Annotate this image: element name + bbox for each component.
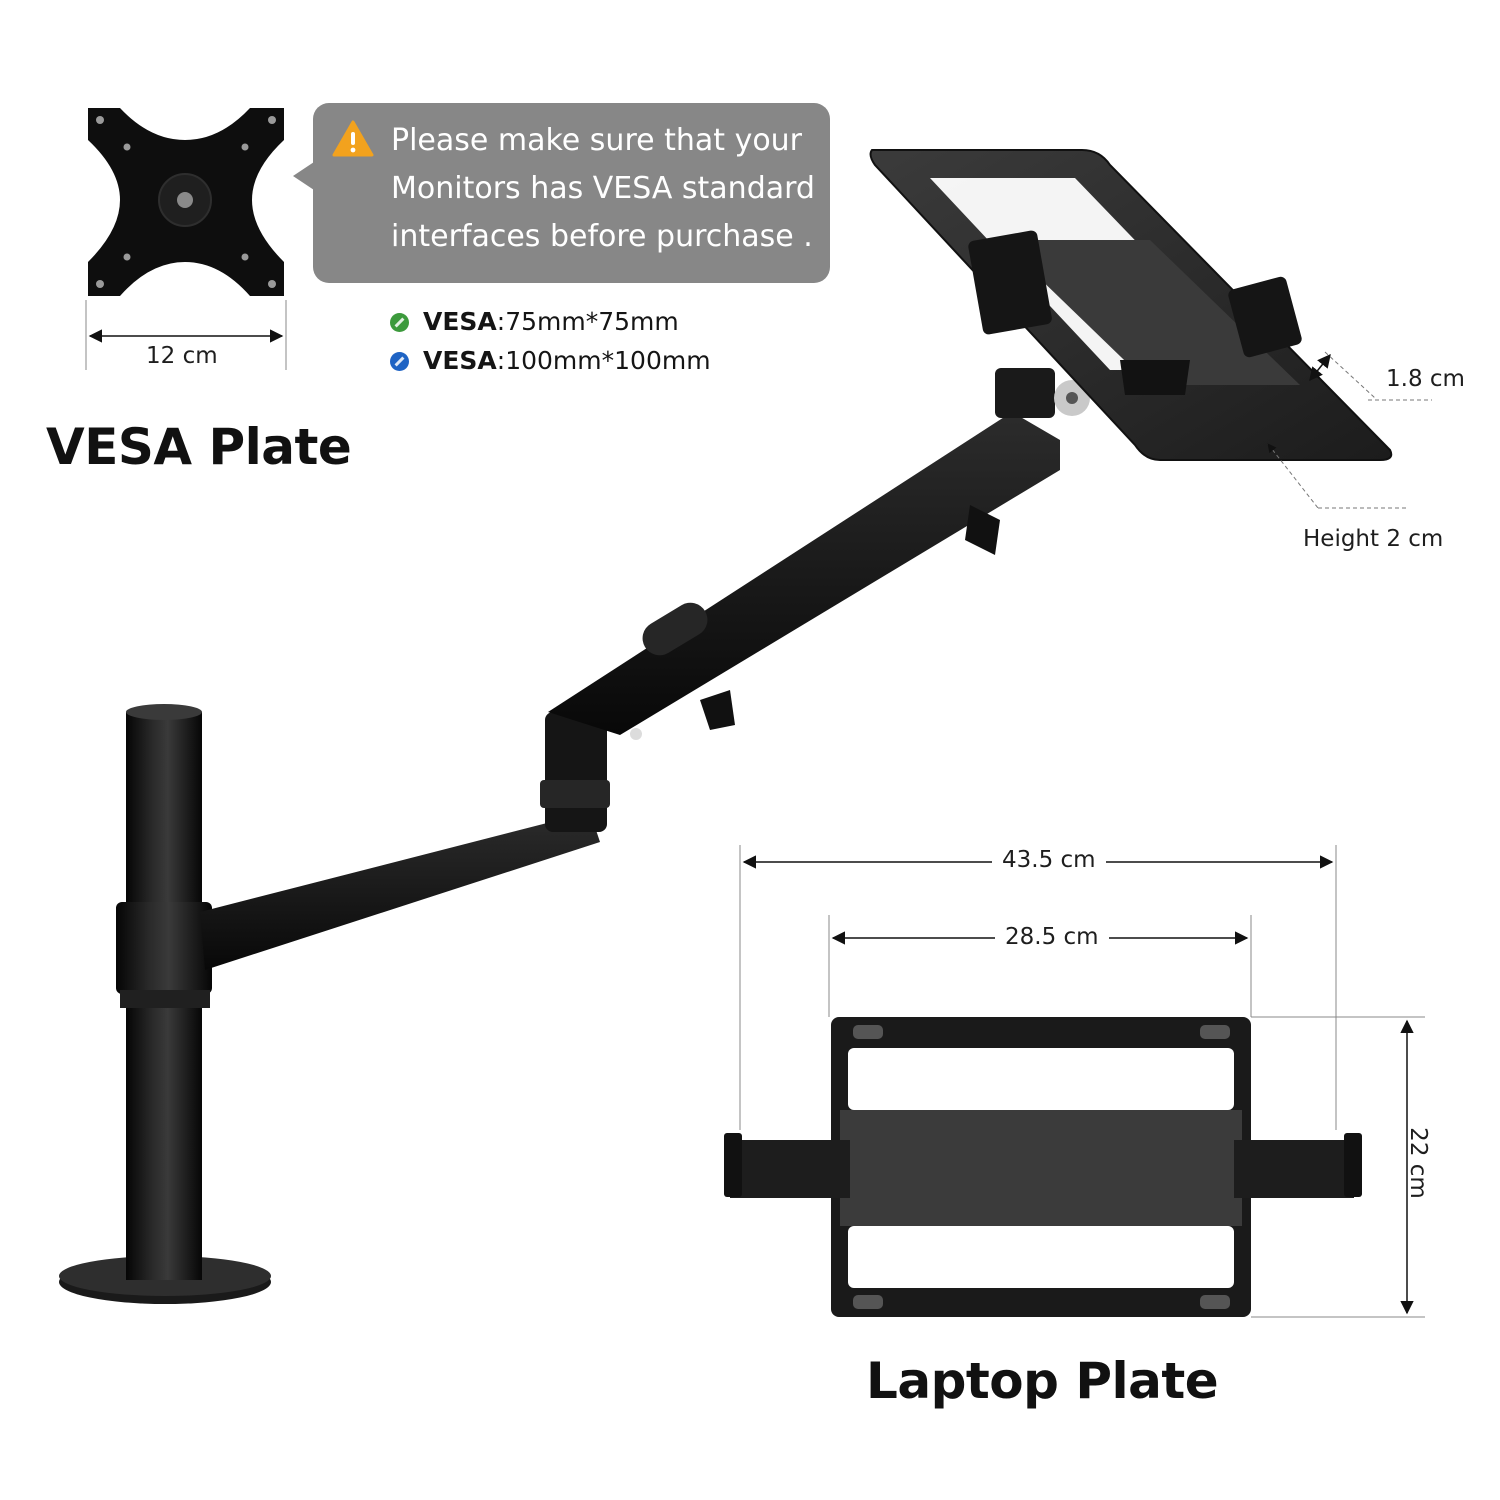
tray-height-label: Height 2 cm bbox=[1303, 526, 1444, 552]
notice-callout-tail bbox=[293, 162, 314, 190]
tray-height-dimension bbox=[1267, 443, 1408, 509]
monitor-arm-illustration bbox=[59, 368, 1090, 1304]
vesa-width-dimension bbox=[85, 300, 287, 370]
notice-line-1: Please make sure that your bbox=[391, 123, 803, 158]
vesa-width-label: 12 cm bbox=[146, 343, 218, 369]
tray-thickness-label: 1.8 cm bbox=[1386, 366, 1465, 392]
vesa-plate-title: VESA Plate bbox=[46, 418, 352, 476]
tray-thickness-dimension bbox=[1309, 351, 1432, 401]
laptop-plate-title: Laptop Plate bbox=[866, 1352, 1219, 1410]
notice-line-2: Monitors has VESA standard bbox=[391, 171, 815, 206]
plate-depth-label: 22 cm bbox=[1404, 1127, 1431, 1199]
vesa-spec-key: VESA bbox=[423, 307, 497, 336]
total-width-label: 43.5 cm bbox=[992, 847, 1106, 873]
laptop-plate-dimensions bbox=[739, 845, 1425, 1318]
plate-width-label: 28.5 cm bbox=[995, 924, 1109, 950]
vesa-plate-illustration bbox=[88, 108, 284, 296]
warning-triangle-icon bbox=[332, 120, 374, 157]
green-dot-icon bbox=[390, 313, 409, 332]
vesa-spec-75: VESA:75mm*75mm bbox=[390, 307, 679, 336]
notice-callout: Please make sure that your Monitors has … bbox=[313, 103, 830, 283]
vesa-spec-key: VESA bbox=[423, 346, 497, 375]
vesa-spec-100: VESA:100mm*100mm bbox=[390, 346, 711, 375]
laptop-plate-front-view bbox=[724, 1017, 1362, 1317]
blue-dot-icon bbox=[390, 352, 409, 371]
vesa-spec-value: :100mm*100mm bbox=[496, 346, 711, 375]
vesa-spec-value: :75mm*75mm bbox=[496, 307, 679, 336]
laptop-tray-illustration bbox=[869, 149, 1393, 461]
notice-line-3: interfaces before purchase . bbox=[391, 219, 813, 254]
notice-text: Please make sure that your Monitors has … bbox=[391, 117, 821, 261]
